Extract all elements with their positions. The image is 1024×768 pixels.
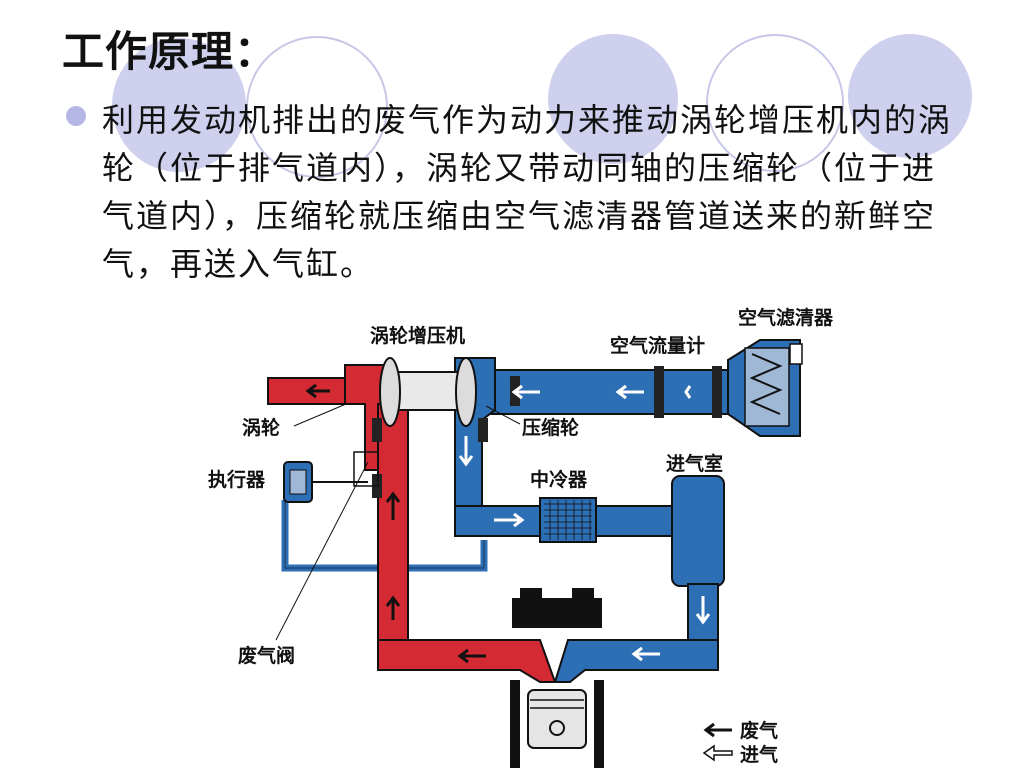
label-turbine: 涡轮 bbox=[242, 416, 280, 439]
legend-exhaust-label: 废气 bbox=[740, 719, 778, 742]
legend-intake-icon bbox=[702, 744, 733, 762]
label-turbocharger: 涡轮增压机 bbox=[370, 324, 465, 347]
air-flow-meter bbox=[654, 366, 722, 418]
legend-exhaust-icon bbox=[703, 722, 732, 738]
decor-circle bbox=[848, 34, 972, 158]
slide-title: 工作原理： bbox=[62, 27, 278, 76]
decor-circle bbox=[112, 38, 246, 172]
legend: 废气 进气 bbox=[702, 719, 778, 766]
air-filter bbox=[727, 339, 803, 437]
leader-lines bbox=[275, 403, 521, 641]
label-intercooler: 中冷器 bbox=[530, 468, 588, 491]
decor-circle bbox=[548, 34, 678, 164]
engine-cylinder bbox=[510, 588, 604, 768]
label-compressor: 压缩轮 bbox=[522, 416, 579, 439]
label-wastegate: 废气阀 bbox=[238, 644, 295, 667]
intercooler bbox=[539, 497, 597, 543]
label-air-flow-meter: 空气流量计 bbox=[610, 334, 705, 357]
label-intake-chamber: 进气室 bbox=[666, 452, 723, 475]
label-air-filter: 空气滤清器 bbox=[738, 306, 834, 329]
label-actuator: 执行器 bbox=[208, 468, 266, 491]
decor-ring bbox=[246, 36, 388, 178]
actuator bbox=[283, 451, 379, 503]
flow-arrows bbox=[305, 383, 711, 664]
legend-intake-label: 进气 bbox=[740, 743, 778, 766]
bullet-icon bbox=[66, 106, 86, 126]
bullet-text: 利用发动机排出的废气作为动力来推动涡轮增压机内的涡轮（位于排气道内），涡轮又带动… bbox=[102, 101, 953, 283]
decor-ring bbox=[706, 34, 844, 172]
